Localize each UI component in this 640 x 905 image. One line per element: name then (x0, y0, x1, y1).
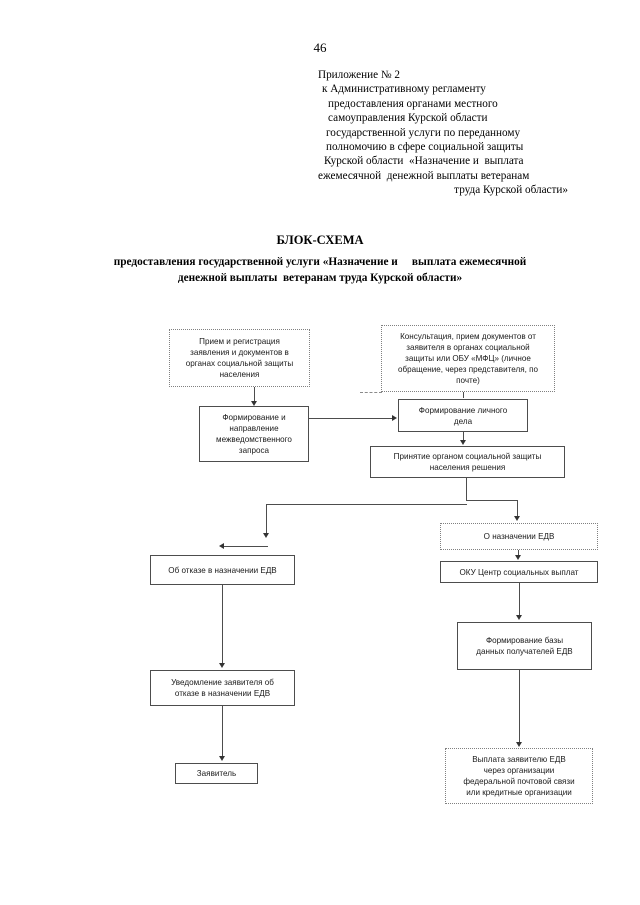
edge-decision-bus-right (466, 500, 518, 501)
flow-node-payment-label: Выплата заявителю ЕДВ через организации … (463, 755, 575, 797)
flow-node-grant-edv: О назначении ЕДВ (440, 523, 598, 550)
appendix-reference-block: Приложение № 2 к Административному регла… (318, 68, 586, 198)
flow-node-decision-label: Принятие органом социальной защиты насел… (393, 452, 542, 472)
flow-node-personal-file-label: Формирование личного дела (418, 405, 508, 426)
page-title: БЛОК-СХЕМА (276, 233, 364, 247)
page-subtitle: предоставления государственной услуги «Н… (60, 254, 580, 286)
edge-file-to-decision-arrow (460, 440, 466, 445)
flow-node-database-recipients-label: Формирование базы данных получателей ЕДВ (476, 636, 573, 656)
edge-consultation-to-file-line (463, 392, 464, 398)
flow-node-applicant: Заявитель (175, 763, 258, 784)
appendix-line-9: труда Курской области» (454, 184, 568, 197)
edge-refusal-entry-line (222, 546, 268, 547)
flow-node-decision: Принятие органом социальной защиты насел… (370, 446, 565, 478)
edge-request-to-file-arrow (392, 415, 397, 421)
appendix-line-7: Курской области «Назначение и выплата (324, 155, 524, 168)
page-number: 46 (313, 40, 327, 55)
edge-intake-to-request-line (254, 387, 255, 402)
edge-file-to-decision-line (463, 432, 464, 441)
edge-consultation-side-stub (360, 392, 382, 393)
flow-node-interagency-request: Формирование и направление межведомствен… (199, 406, 309, 462)
edge-decision-to-grant-arrow (514, 516, 520, 521)
edge-decision-bus-drop (466, 478, 467, 500)
flow-node-intake-left-label: Прием и регистрация заявления и документ… (185, 337, 294, 379)
edge-decision-to-refusal-drop (266, 504, 267, 534)
appendix-line-4: самоуправления Курской области (328, 112, 488, 125)
flow-node-personal-file: Формирование личного дела (398, 399, 528, 432)
flow-node-grant-edv-label: О назначении ЕДВ (483, 532, 555, 541)
edge-decision-bus-left (266, 504, 467, 505)
edge-decision-to-refusal-arrow (263, 533, 269, 538)
flow-node-refusal-edv: Об отказе в назначении ЕДВ (150, 555, 295, 585)
edge-database-to-payment-line (519, 670, 520, 744)
edge-oku-to-database-line (519, 583, 520, 616)
edge-notice-to-applicant-arrow (219, 756, 225, 761)
flow-node-applicant-label: Заявитель (196, 769, 237, 778)
flow-node-database-recipients: Формирование базы данных получателей ЕДВ (457, 622, 592, 670)
flow-node-consultation-right-label: Консультация, прием документов от заявит… (398, 332, 538, 385)
appendix-line-2: к Административному регламенту (322, 83, 486, 96)
edge-request-to-file-line (309, 418, 393, 419)
edge-intake-to-request-arrow (251, 401, 257, 406)
edge-database-to-payment-arrow (516, 742, 522, 747)
edge-oku-to-database-arrow (516, 615, 522, 620)
flow-node-oku-center-label: ОКУ Центр социальных выплат (459, 567, 579, 577)
appendix-line-6: полномочию в сфере социальной защиты (326, 141, 524, 154)
appendix-line-8: ежемесячной денежной выплаты ветеранам (318, 169, 530, 182)
flow-node-interagency-request-label: Формирование и направление межведомствен… (216, 413, 292, 455)
flow-node-refusal-notice: Уведомление заявителя об отказе в назнач… (150, 670, 295, 706)
appendix-line-5: государственной услуги по переданному (326, 126, 521, 139)
edge-notice-to-applicant-line (222, 706, 223, 757)
flow-node-intake-left: Прием и регистрация заявления и документ… (169, 329, 310, 387)
edge-refusal-to-notice-line (222, 585, 223, 664)
edge-grant-to-oku-arrow (515, 555, 521, 560)
flow-node-refusal-notice-label: Уведомление заявителя об отказе в назнач… (171, 678, 274, 698)
appendix-line-3: предоставления органами местного (328, 97, 498, 110)
edge-refusal-entry-arrow (219, 543, 224, 549)
subtitle-line-2: денежной выплаты ветеранам труда Курской… (177, 272, 463, 284)
appendix-line-1: Приложение № 2 (318, 69, 400, 81)
flow-node-refusal-edv-label: Об отказе в назначении ЕДВ (168, 565, 277, 575)
edge-grant-to-oku-line (518, 550, 519, 556)
flow-node-payment: Выплата заявителю ЕДВ через организации … (445, 748, 593, 804)
flow-node-consultation-right: Консультация, прием документов от заявит… (381, 325, 555, 392)
flow-node-oku-center: ОКУ Центр социальных выплат (440, 561, 598, 583)
edge-refusal-to-notice-arrow (219, 663, 225, 668)
subtitle-line-1: предоставления государственной услуги «Н… (113, 256, 527, 268)
edge-decision-to-grant-line (517, 500, 518, 517)
